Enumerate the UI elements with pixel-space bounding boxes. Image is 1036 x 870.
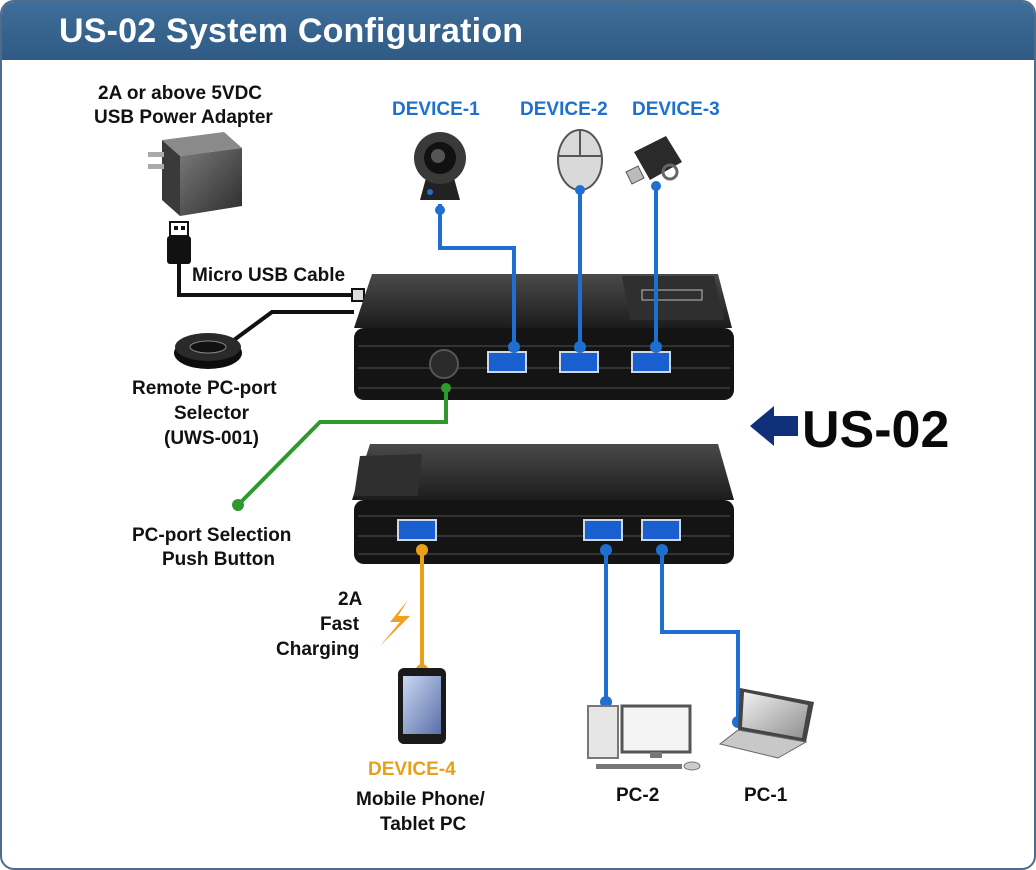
mobile-phone-icon <box>398 668 446 744</box>
device-4-label: DEVICE-4 <box>368 759 456 780</box>
charging-label-line1: 2A <box>338 589 363 610</box>
micro-usb-cable <box>177 264 354 297</box>
usb-flash-drive-icon <box>625 136 682 185</box>
device-1-label: DEVICE-1 <box>392 99 480 120</box>
micro-usb-plug-icon <box>351 288 365 302</box>
device-3-label: DEVICE-3 <box>632 99 720 120</box>
remote-selector-icon <box>174 333 242 369</box>
mobile-label-line1: Mobile Phone/ <box>356 789 485 810</box>
usb-switch-bottom-icon <box>352 444 734 564</box>
micro-usb-cable-label: Micro USB Cable <box>192 265 346 286</box>
remote-selector-label-line1: Remote PC-port <box>132 378 277 399</box>
camera-icon <box>414 132 466 200</box>
pc-1-link <box>660 550 740 722</box>
remote-selector-label-line2: Selector <box>174 403 249 424</box>
device-2-label: DEVICE-2 <box>520 99 608 120</box>
power-adapter-label-line1: 2A or above 5VDC <box>98 83 263 104</box>
header-bar: US-02 System Configuration <box>2 2 1034 60</box>
page-title: US-02 System Configuration <box>59 12 524 50</box>
model-arrow-icon <box>750 406 798 446</box>
push-button-link <box>236 388 448 507</box>
remote-selector-cable <box>232 310 354 342</box>
power-adapter-label-line2: USB Power Adapter <box>94 107 273 128</box>
charging-label-line2: Fast <box>320 614 360 635</box>
charging-label-line3: Charging <box>276 639 360 660</box>
laptop-icon <box>718 688 814 759</box>
desktop-pc-icon <box>587 704 701 771</box>
model-label: US-02 <box>802 401 950 459</box>
push-button-label-line2: Push Button <box>162 549 275 570</box>
device-1-link <box>438 204 516 347</box>
mobile-label-line2: Tablet PC <box>380 814 467 835</box>
power-adapter-icon <box>148 132 242 264</box>
remote-selector-label-line3: (UWS-001) <box>164 428 260 449</box>
lightning-icon <box>380 600 410 646</box>
usb-switch-top-icon <box>354 274 734 400</box>
pc-1-label: PC-1 <box>744 785 788 806</box>
push-button-label-line1: PC-port Selection <box>132 525 292 546</box>
mouse-icon <box>557 129 603 191</box>
pc-2-label: PC-2 <box>616 785 660 806</box>
